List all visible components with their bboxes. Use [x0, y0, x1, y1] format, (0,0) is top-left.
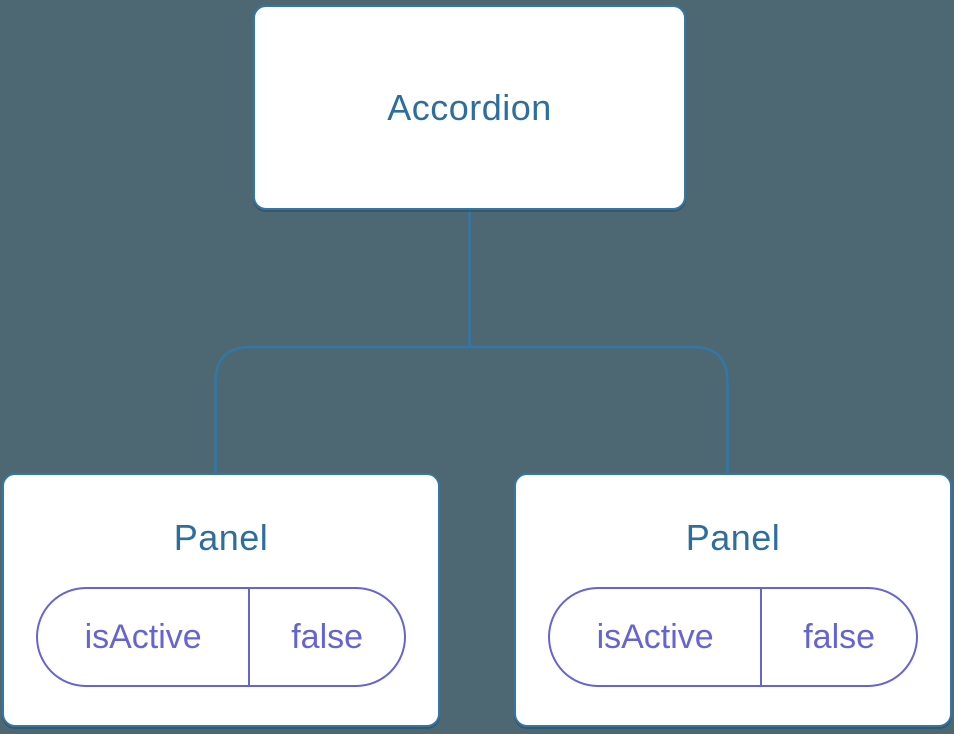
- state-key: isActive: [38, 589, 251, 685]
- state-key: isActive: [550, 589, 763, 685]
- node-panel-2: Panel isActive false: [514, 473, 952, 727]
- node-accordion: Accordion: [253, 5, 686, 210]
- state-pill: isActive false: [36, 587, 406, 687]
- state-pill: isActive false: [548, 587, 918, 687]
- node-label: Panel: [685, 517, 781, 558]
- state-value: false: [291, 617, 364, 656]
- connector-bracket: [214, 345, 729, 474]
- node-label: Panel: [173, 517, 269, 558]
- node-panel-1: Panel isActive false: [2, 473, 440, 727]
- node-label: Accordion: [387, 86, 552, 128]
- state-value: false: [803, 617, 876, 656]
